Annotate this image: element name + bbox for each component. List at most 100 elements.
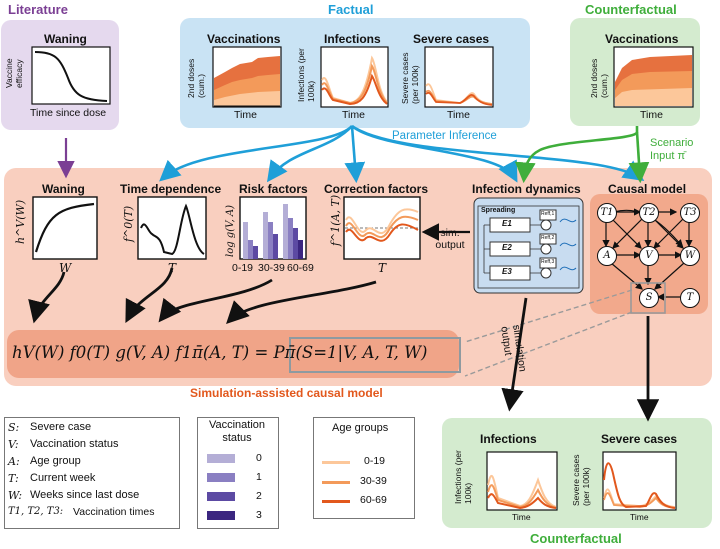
vacc-swatch-3 bbox=[207, 511, 235, 520]
vacc-swatch-1 bbox=[207, 473, 235, 482]
factual-header: Factual bbox=[328, 2, 374, 17]
correction-factors-plot bbox=[343, 196, 421, 260]
compartment-e1: E1 bbox=[502, 219, 512, 228]
vacc-swatch-2 bbox=[207, 492, 235, 501]
risk-tick-0: 0-19 bbox=[232, 262, 254, 274]
cf-infections-title: Infections bbox=[480, 432, 537, 446]
factual-severe-title: Severe cases bbox=[413, 32, 490, 46]
compartment-e2: E2 bbox=[502, 243, 512, 252]
var-desc-t: Current week bbox=[30, 472, 96, 484]
correction-ylabel: f^1(A, T) bbox=[329, 194, 342, 246]
factual-vaccinations-plot bbox=[212, 46, 282, 108]
vacc-label-1: 1 bbox=[256, 471, 262, 483]
scenario-input-label: Scenario Input π̄ bbox=[650, 137, 694, 162]
age-label-1: 30-39 bbox=[360, 475, 387, 487]
age-swatch-0 bbox=[322, 461, 350, 464]
counterfactual-vaccinations-title: Vaccinations bbox=[605, 32, 679, 46]
literature-title: Waning bbox=[44, 32, 87, 46]
compartment-e3: E3 bbox=[502, 267, 512, 276]
time-ylabel: f^0(T) bbox=[122, 205, 135, 242]
vacc-swatch-0 bbox=[207, 454, 235, 463]
simulation-assisted-caption: Simulation-assisted causal model bbox=[190, 386, 383, 400]
counterfactual-vaccinations-plot bbox=[613, 46, 694, 108]
waning-ylabel: h^V(W) bbox=[14, 199, 27, 244]
literature-header: Literature bbox=[8, 2, 68, 17]
infection-dynamics-diagram bbox=[473, 197, 584, 294]
var-desc-w: Weeks since last dose bbox=[30, 489, 140, 501]
factual-vaccinations-title: Vaccinations bbox=[207, 32, 281, 46]
waning-plot bbox=[32, 196, 98, 260]
vaccination-status-title: Vaccination status bbox=[208, 419, 266, 444]
node-t3: T3 bbox=[680, 203, 700, 223]
age-label-2: 60-69 bbox=[360, 494, 387, 506]
risk-tick-1: 30-39 bbox=[258, 262, 285, 274]
spreading-label: Spreading bbox=[481, 207, 516, 214]
time-dependence-title: Time dependence bbox=[120, 182, 222, 196]
node-t2: T2 bbox=[639, 203, 659, 223]
factual-severe-cases-plot bbox=[424, 46, 494, 108]
rate-reff-3: Reff,3 bbox=[541, 259, 555, 265]
vacc-label-3: 3 bbox=[256, 509, 262, 521]
node-a: A bbox=[597, 246, 617, 266]
var-desc-times: Vaccination times bbox=[73, 506, 155, 518]
factual-infections-title: Infections bbox=[324, 32, 381, 46]
var-desc-v: Vaccination status bbox=[30, 438, 119, 450]
cf-severe-xlabel: Time bbox=[630, 512, 649, 522]
age-groups-title: Age groups bbox=[332, 422, 389, 434]
counterfactual-severe-cases-plot bbox=[602, 451, 677, 511]
cf-severe-ylabel: Severe cases (per 100k) bbox=[571, 454, 591, 507]
counterfactual-infections-plot bbox=[486, 451, 558, 511]
vacc-label-2: 2 bbox=[256, 490, 262, 502]
age-label-0: 0-19 bbox=[364, 455, 386, 467]
factual-infections-plot bbox=[320, 46, 389, 108]
literature-ylabel: Vaccine efficacy bbox=[4, 58, 24, 88]
correction-xlabel: T bbox=[378, 261, 387, 275]
waning-title: Waning bbox=[42, 182, 85, 196]
causal-formula: hV(W) f0(T) g(V, A) f1π̄(A, T) = Pπ̄(S=1… bbox=[12, 343, 428, 362]
var-sym-w: W: bbox=[8, 489, 23, 502]
risk-factors-title: Risk factors bbox=[239, 182, 308, 196]
time-dependence-plot bbox=[137, 196, 207, 260]
rate-reff-1: Reff,1 bbox=[541, 211, 555, 217]
var-sym-v: V: bbox=[8, 438, 19, 451]
sim-output-label: sim. output bbox=[435, 227, 465, 251]
variable-legend bbox=[4, 417, 180, 529]
node-s: S bbox=[639, 288, 659, 308]
vacc-label-0: 0 bbox=[256, 452, 262, 464]
factual-infections-xlabel: Time bbox=[342, 109, 365, 121]
causal-dag-edges bbox=[602, 208, 693, 301]
factual-vaccinations-xlabel: Time bbox=[234, 109, 257, 121]
var-sym-t: T: bbox=[8, 472, 19, 485]
factual-severe-ylabel: Severe cases (per 100k) bbox=[400, 52, 420, 105]
counterfactual-vaccinations-xlabel: Time bbox=[640, 109, 663, 121]
node-v: V bbox=[639, 246, 659, 266]
node-t1: T1 bbox=[597, 203, 617, 223]
time-xlabel: T bbox=[168, 261, 177, 275]
parameter-inference-label: Parameter Inference bbox=[392, 130, 497, 142]
cf-infections-xlabel: Time bbox=[512, 512, 531, 522]
risk-ylabel: log g(V, A) bbox=[225, 204, 236, 257]
counterfactual-top-header: Counterfactual bbox=[585, 2, 677, 17]
var-desc-a: Age group bbox=[30, 455, 81, 467]
counterfactual-vaccinations-ylabel: 2nd doses (cum.) bbox=[589, 58, 609, 98]
risk-tick-2: 60-69 bbox=[287, 262, 314, 274]
var-desc-s: Severe case bbox=[30, 421, 92, 433]
risk-factors-plot bbox=[239, 196, 307, 260]
factual-infections-ylabel: Infections (per 100k) bbox=[296, 48, 316, 102]
var-sym-s: S: bbox=[8, 421, 20, 434]
cf-infections-ylabel: Infections (per 100k) bbox=[453, 450, 473, 504]
age-swatch-2 bbox=[322, 500, 350, 503]
waning-xlabel: W bbox=[59, 261, 72, 275]
factual-severe-xlabel: Time bbox=[447, 109, 470, 121]
factual-vaccinations-ylabel: 2nd doses (cum.) bbox=[186, 58, 206, 98]
var-sym-a: A: bbox=[8, 455, 20, 468]
correction-factors-title: Correction factors bbox=[324, 182, 429, 196]
age-swatch-1 bbox=[322, 481, 350, 484]
causal-model-title: Causal model bbox=[608, 182, 687, 196]
node-t: T bbox=[680, 288, 700, 308]
literature-waning-plot bbox=[31, 46, 111, 105]
literature-xlabel: Time since dose bbox=[30, 107, 107, 119]
var-sym-times: T1, T2, T3: bbox=[8, 506, 64, 517]
